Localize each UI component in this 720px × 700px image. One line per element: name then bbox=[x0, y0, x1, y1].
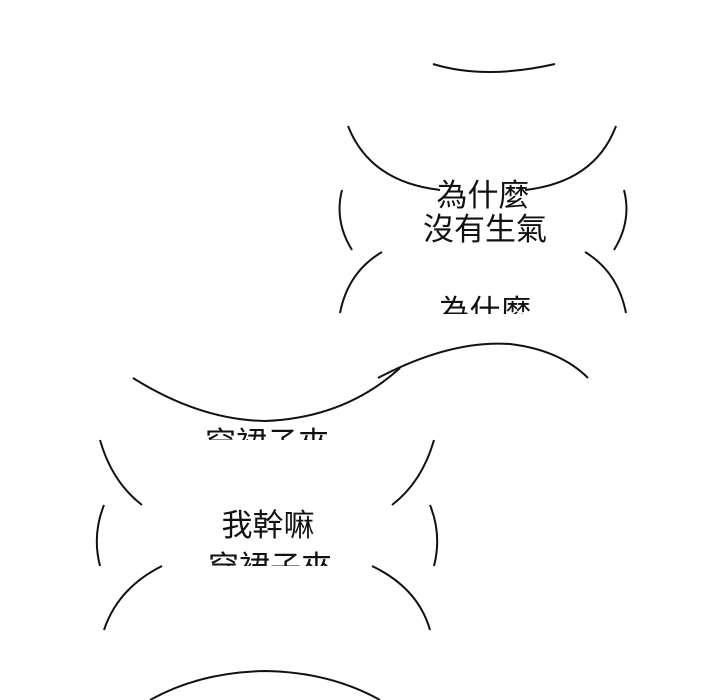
bubble-fragment-outline bbox=[432, 63, 556, 73]
bubble-outline bbox=[339, 251, 627, 314]
speech-bubble-2: 為什麼 沒有生氣 bbox=[338, 178, 628, 251]
speech-bubble-6: 穿裙子來 bbox=[103, 565, 431, 668]
bubble-outline bbox=[338, 189, 628, 251]
bubble-text: 穿裙子來 bbox=[208, 550, 332, 586]
bubble-outline bbox=[95, 504, 439, 567]
bubble-text: 穿裙子來 bbox=[205, 426, 329, 462]
speech-bubble-4: 穿裙子來 bbox=[99, 426, 435, 506]
bubble-outline bbox=[377, 342, 589, 379]
bubble-outline bbox=[132, 367, 401, 423]
bubble-text: 為什麼 bbox=[437, 178, 530, 214]
bubble-outline bbox=[103, 565, 431, 631]
bubble-outline bbox=[99, 439, 435, 506]
bubble-text: 穿裙子來 bbox=[206, 632, 330, 668]
bubble-fragment-outline bbox=[149, 669, 381, 700]
bubble-text: 沒有生氣 bbox=[423, 212, 547, 248]
speech-bubble-5: 我幹嘛 穿裙子來 bbox=[95, 504, 439, 586]
bubble-text: 為什麼 bbox=[437, 178, 530, 214]
bubble-text: 為什麼 bbox=[439, 294, 532, 330]
bubble-outline bbox=[347, 125, 617, 191]
speech-bubble-1: 為什麼 bbox=[347, 125, 617, 214]
speech-bubble-3: 為什麼 bbox=[339, 251, 627, 330]
bubble-text: 我幹嘛 bbox=[222, 508, 315, 544]
